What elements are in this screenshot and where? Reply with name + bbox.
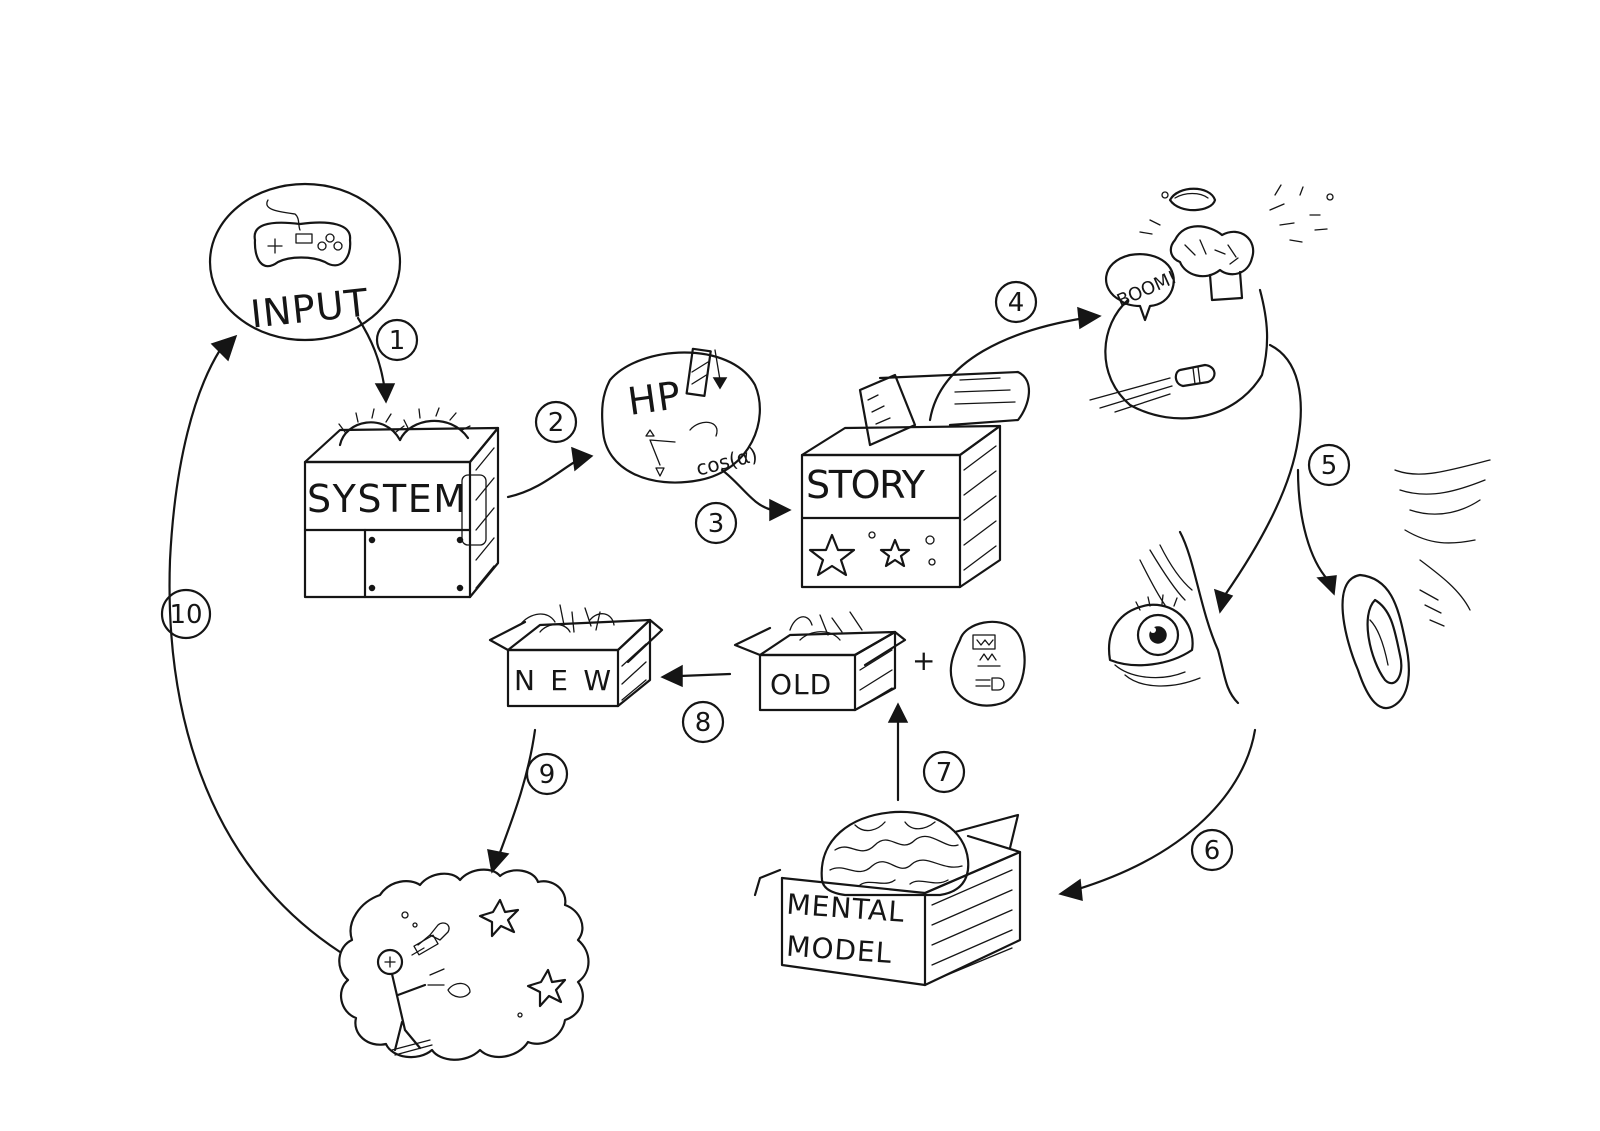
step-3-label: 3 [708,509,725,539]
step-1-label: 1 [389,326,406,356]
arrowhead-6 [1058,878,1083,902]
spaceship-icon [411,922,450,956]
old-label: OLD [770,668,832,701]
calculation-bubble: HP cos(α) [601,347,761,484]
step-6: 6 [1190,828,1234,872]
step-10-label: 10 [169,600,202,630]
stars-icon [808,531,936,577]
arrowhead-9 [487,849,510,874]
old-box: OLD + [733,611,1026,712]
stick-figure-icon [376,948,433,1056]
arrowhead-2 [571,446,594,472]
flow-arrows [168,306,1337,954]
arrow-5b [1296,468,1330,582]
step-10: 10 [160,588,212,640]
arrow-5 [1223,343,1302,597]
step-8: 8 [681,700,725,744]
step-3: 3 [694,501,738,545]
model-label: MODEL [785,930,893,970]
step-5: 5 [1307,443,1351,487]
step-2: 2 [534,400,578,444]
new-box: NEW [488,604,664,708]
step-7-label: 7 [936,758,953,788]
step-5-label: 5 [1321,451,1338,481]
input-label: INPUT [248,280,371,336]
step-9-label: 9 [539,760,556,790]
arrow-4 [928,316,1087,422]
system-box: SYSTEM [303,407,500,599]
hp-label: HP [625,373,684,424]
step-7: 7 [922,750,966,794]
arrow-2 [506,458,580,499]
step-4: 4 [994,280,1038,324]
brain-icon [820,810,970,897]
arrowhead-5a [1213,588,1234,614]
gamepad-icon [253,199,352,268]
arrowhead-5b [1316,575,1337,596]
story-box: STORY [800,370,1030,589]
step-2-label: 2 [548,408,565,438]
input-node: INPUT [208,182,402,342]
arrow-8 [678,672,732,678]
ear-icon [1341,459,1491,710]
bullet-icon [1089,363,1216,413]
arrowhead-8 [660,664,683,688]
step-8-label: 8 [695,708,712,738]
memory-blob-icon [949,620,1026,707]
boom-label: BOOM! [1114,267,1180,312]
arrowhead-7 [887,702,909,723]
boom-speech-bubble: BOOM! [1105,253,1180,322]
effect-node: BOOM! [1089,184,1334,420]
arrowhead-10 [210,334,238,362]
step-6-label: 6 [1204,836,1221,866]
eye-icon [1107,530,1240,705]
step-4-label: 4 [1008,288,1025,318]
arrow-6 [1073,728,1257,892]
imagination-cloud [338,868,590,1061]
step-markers: 1 2 3 4 5 6 7 8 [160,280,1351,872]
plus-sign: + [912,644,935,677]
new-label: NEW [514,664,612,697]
blasts-icon [401,898,567,1018]
explosion-icon [1139,184,1334,302]
arrow-3 [720,468,774,512]
mental-label: MENTAL [785,888,905,929]
story-label: STORY [806,463,926,507]
step-9: 9 [525,752,569,796]
gears-icon [338,407,471,447]
mental-model-box: MENTAL MODEL [753,810,1022,987]
system-label: SYSTEM [307,477,467,521]
arrowhead-4 [1077,306,1102,330]
arrowhead-3 [769,498,792,522]
arrow-9 [496,728,537,860]
step-1: 1 [375,318,419,362]
arrow-10 [168,348,342,954]
arrowhead-1 [374,383,396,404]
